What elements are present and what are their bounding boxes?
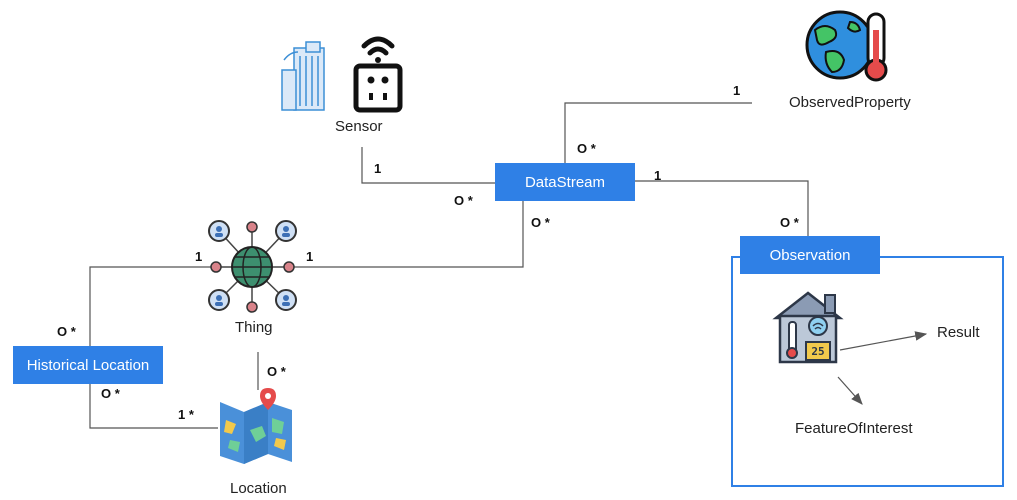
historical-location-box[interactable]: Historical Location [13,346,163,384]
mult-thing-bottom: O * [267,364,286,379]
observation-box[interactable]: Observation [740,236,880,274]
link-datastream-observedproperty [564,102,752,163]
mult-historical-location-top: O * [57,324,76,339]
connector-lines [89,102,809,429]
observation-frame [731,256,1004,487]
mult-thing-left: 1 [195,249,203,264]
globe-thermometer-icon [805,10,888,82]
mult-datastream-sensor-side: O * [454,193,473,208]
mult-thing-right: 1 [306,249,314,264]
location-label: Location [230,480,287,497]
mult-historical-location-bottom: O * [101,386,120,401]
mult-location-left: 1 * [178,407,194,422]
mult-observation-top: O * [780,215,799,230]
folded-map-pin-icon [220,388,292,464]
sensor-label: Sensor [335,118,383,135]
building-and-wifi-sensor-icon [281,36,403,113]
observed-property-label: ObservedProperty [789,94,911,111]
thing-label: Thing [235,319,273,336]
mult-datastream-bottom: O * [531,215,550,230]
smart-house-thermostat-icon: 25 [772,291,844,364]
network-globe-people-icon [208,220,297,313]
svg-text:25: 25 [811,345,824,358]
link-datastream-observation [635,180,809,236]
link-sensor-datastream [361,147,495,184]
mult-datastream-top: O * [577,141,596,156]
arrow-to-feature [837,376,863,405]
link-datastream-thing [294,201,524,268]
mult-observed-property-side: 1 [733,83,741,98]
datastream-box[interactable]: DataStream [495,163,635,201]
mult-datastream-right: 1 [654,168,662,183]
link-histloc-location [89,384,218,429]
result-label: Result [937,324,980,341]
arrow-to-result [839,331,928,351]
link-thing-histloc [89,266,214,346]
mult-sensor-side: 1 [374,161,382,176]
feature-of-interest-label: FeatureOfInterest [795,420,913,437]
